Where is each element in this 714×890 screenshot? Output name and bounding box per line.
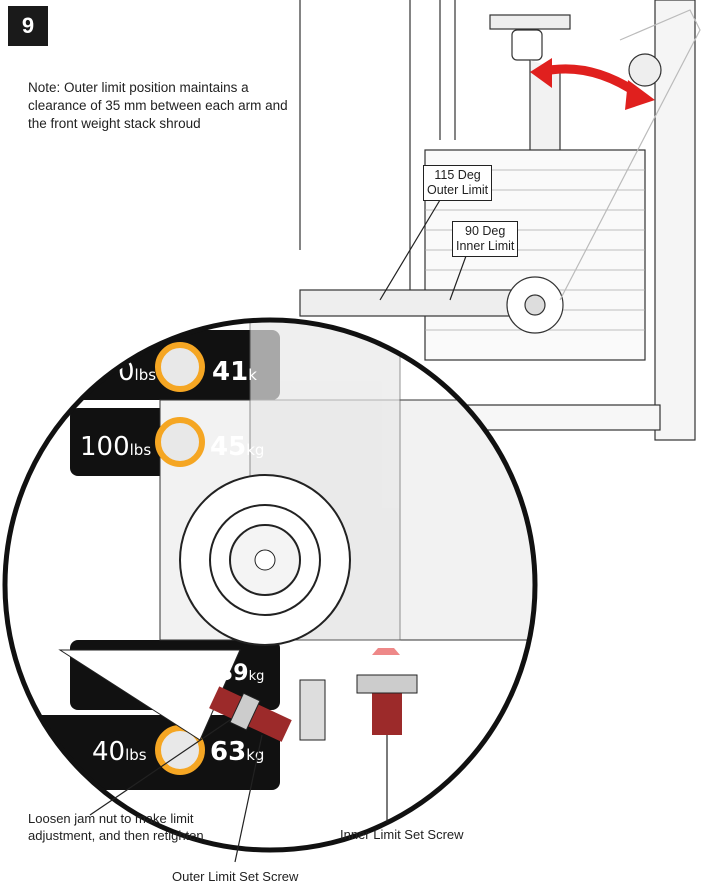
outer-limit-degrees: 115 Deg	[434, 168, 481, 182]
outer-limit-label: 115 Deg Outer Limit	[423, 165, 493, 201]
plate-3-kg: 39	[218, 661, 249, 686]
inner-limit-degrees: 90 Deg	[465, 224, 506, 238]
plate-2-kg-unit: kg	[246, 441, 264, 459]
plate-4-lbs-label: 40lbs	[92, 737, 147, 767]
step-number: 9	[8, 6, 48, 46]
plate-4-kg: 63	[210, 737, 246, 767]
clearance-note: Note: Outer limit position maintains a c…	[28, 80, 288, 131]
leader-lines	[89, 199, 471, 863]
plate-4-kg-label: 63kg	[210, 737, 264, 767]
outer-limit-text: Outer Limit	[427, 183, 489, 197]
plate-2-lbs-unit: lbs	[130, 441, 152, 459]
plate-1-kg-label: 41k	[212, 357, 257, 387]
jam-nut-callout: Loosen jam nut to make limit adjustment,…	[28, 811, 204, 843]
plate-1-kg: 41	[212, 357, 248, 387]
plate-2-kg-label: 45kg	[210, 432, 264, 462]
inner-limit-text: Inner Limit	[456, 239, 515, 253]
plate-1-lbs-unit: lbs	[135, 366, 157, 384]
plate-2-lbs: 100	[80, 432, 130, 462]
outer-set-screw	[209, 686, 292, 742]
plate-4-lbs-unit: lbs	[125, 746, 147, 764]
detail-magnified-view: 0lbs 41k 100lbs 45kg 39kg 40lbs 63kg	[5, 320, 535, 850]
inner-set-screw-callout: Inner Limit Set Screw	[340, 827, 464, 842]
arrow-head-left	[530, 58, 552, 88]
inner-set-screw	[372, 690, 402, 735]
outer-set-screw-callout: Outer Limit Set Screw	[172, 869, 299, 884]
plate-2-lbs-label: 100lbs	[80, 432, 151, 462]
plate-4-lbs: 40	[92, 737, 125, 767]
plate-2-kg: 45	[210, 432, 246, 462]
arrow-head-right	[625, 80, 655, 110]
plate-4-kg-unit: kg	[246, 746, 264, 764]
plate-3-kg-unit: kg	[249, 669, 265, 684]
inner-limit-label: 90 Deg Inner Limit	[452, 221, 519, 257]
plate-1-kg-unit: k	[248, 366, 257, 384]
plate-3-kg-label: 39kg	[218, 661, 264, 686]
magnifier-border	[2, 317, 538, 853]
